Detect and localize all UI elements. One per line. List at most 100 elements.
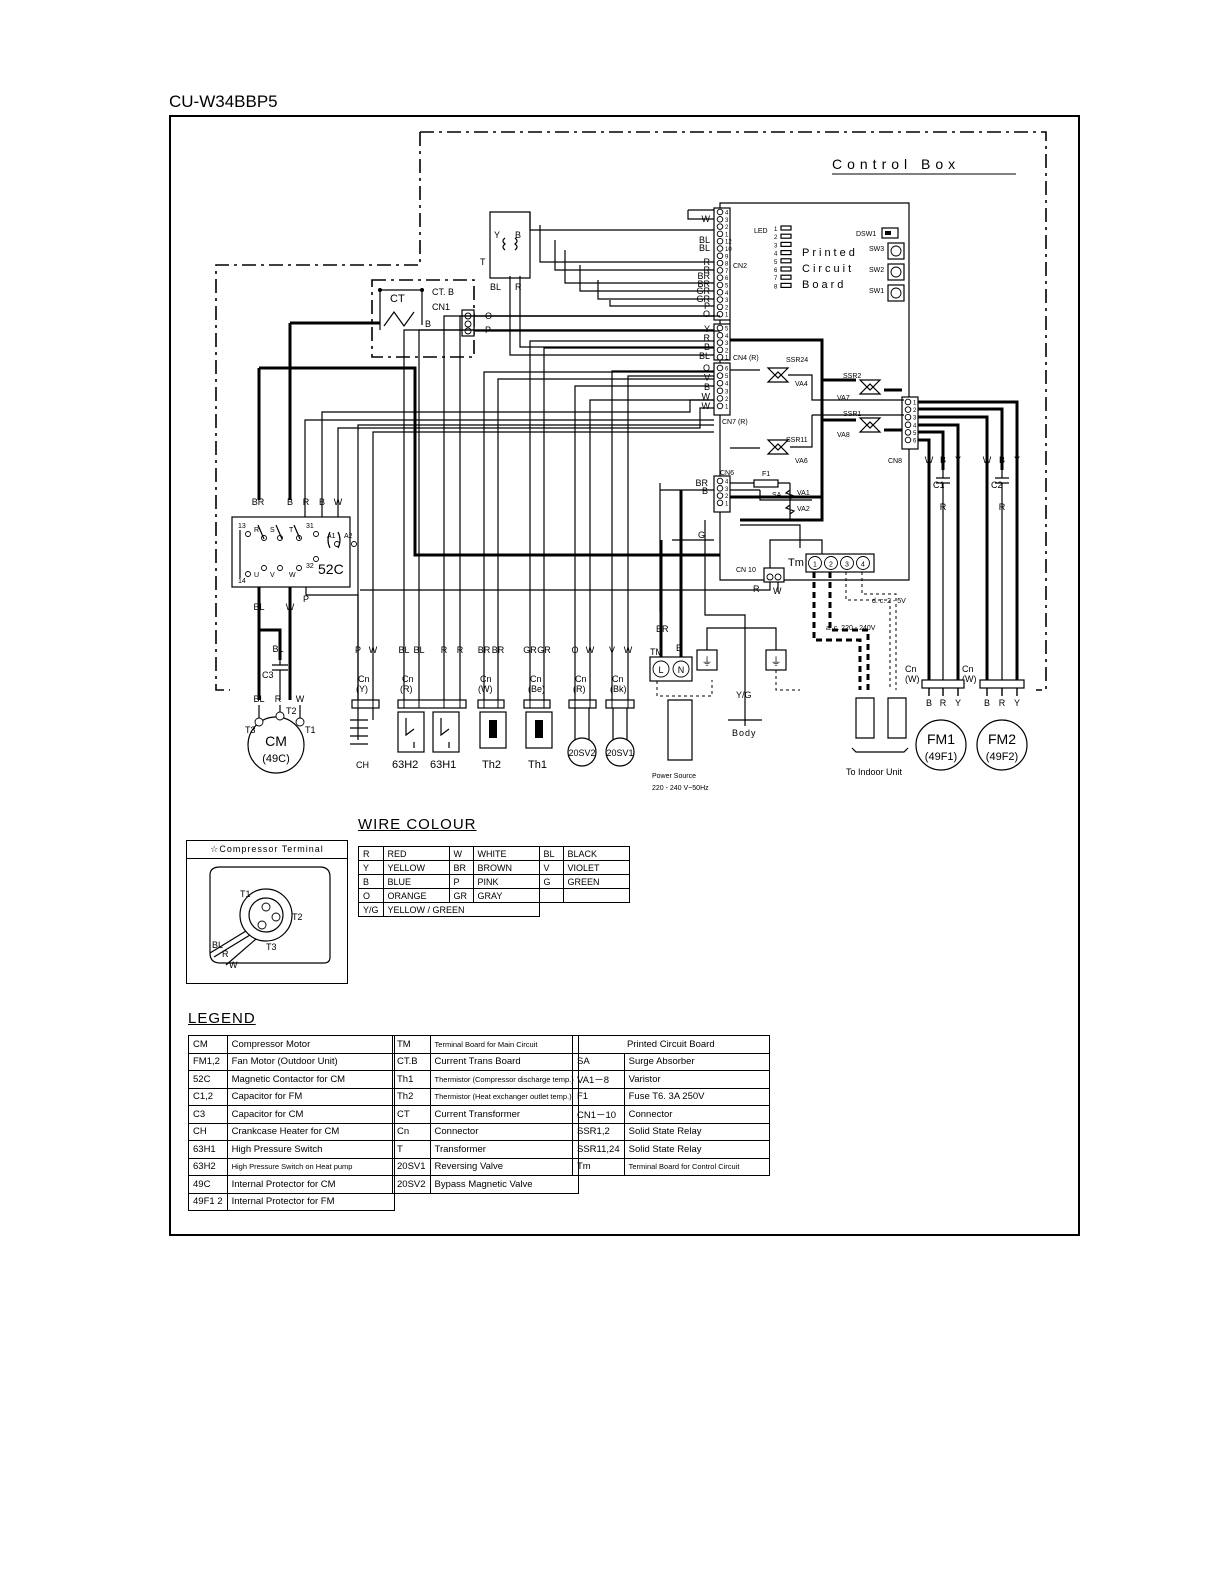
contactor-terminal-label: S (270, 527, 275, 534)
cn6-label: CN6 (720, 470, 734, 477)
dsw1-label: DSW1 (856, 231, 876, 238)
body-label: Body (732, 728, 757, 738)
legend-code: VA1－8 (572, 1070, 625, 1089)
cn2-pin (716, 223, 724, 230)
legend-code: T (392, 1140, 431, 1159)
legend-description: Fuse T6. 3A 250V (623, 1087, 770, 1106)
legend-description: Thermistor (Compressor discharge temp.) (429, 1070, 579, 1089)
wire-colour-code: O (358, 888, 384, 903)
cn2-wire-label: BL (699, 243, 710, 253)
contactor-top-wire-label: W (334, 497, 343, 507)
cn7-pin-number: 5 (725, 374, 729, 380)
legend-description: High Pressure Switch on Heat pump (226, 1157, 395, 1176)
svg-text:⏚: ⏚ (771, 655, 782, 668)
wire-colour-name: BLACK (562, 846, 630, 861)
cn6-pin (716, 485, 724, 492)
cn4-wire-label: R (704, 333, 711, 343)
terminal-n: N (678, 665, 685, 675)
svg-text:BL: BL (490, 282, 501, 292)
cn2-pin (716, 296, 724, 303)
ct-t3: T3 (266, 942, 277, 952)
tm-terminal (824, 556, 838, 570)
wire-colour-code: P (448, 874, 474, 889)
svg-text:SSR24: SSR24 (786, 357, 808, 364)
cn8-pin-number: 4 (913, 423, 917, 429)
ssr11-relay: SSR11 VA6 (766, 437, 808, 465)
body-ground (728, 719, 762, 726)
wire-colour-title: WIRE COLOUR (358, 816, 477, 833)
bundle-wire (483, 371, 714, 700)
legend-header: Printed Circuit Board (572, 1035, 770, 1054)
legend-code: 49C (188, 1175, 228, 1194)
pcb-label-3: Board (802, 279, 846, 291)
cn2-wire-label: BR (697, 271, 710, 281)
cn6-pin (716, 499, 724, 507)
cn-group-wire-label: V (609, 645, 615, 655)
contactor-top-wire-label: R (303, 497, 310, 507)
wire-colour-name: YELLOW / GREEN (382, 902, 540, 917)
ct-wire-bl: BL (212, 940, 223, 950)
cn7-pin (716, 402, 724, 410)
device-label-thermistor: Th2 (482, 759, 501, 771)
cn-group-connector (477, 699, 505, 709)
compressor-terminal-box: ☆Compressor Terminal (186, 840, 348, 984)
cn-group-wire-label: GR (523, 645, 537, 655)
cn-group-wire-label: P (355, 645, 361, 655)
contactor-terminal-label: 31 (306, 523, 314, 530)
fm1-name: FM1 (927, 731, 955, 747)
pcb-label-2: Circuit (802, 263, 854, 275)
cn8-pin (904, 406, 912, 413)
cn4-pin (716, 332, 724, 339)
svg-text:SSR2: SSR2 (843, 373, 861, 380)
cn4-pin (716, 324, 724, 332)
compressor-terminal-title: ☆Compressor Terminal (187, 841, 347, 859)
cn4-label: CN4 (R) (733, 355, 759, 362)
cn6-pin-number: 3 (725, 487, 729, 493)
cn7-pin (716, 364, 724, 372)
tm-terminal-number: 3 (845, 562, 849, 569)
cn8-pin (904, 436, 912, 444)
legend-code: C1,2 (188, 1087, 228, 1106)
fan-lead-label: B (984, 698, 990, 708)
control-box-outline (420, 131, 1047, 691)
legend-description: Capacitor for CM (226, 1105, 395, 1124)
cn7-pin (716, 372, 724, 379)
led-number: 8 (774, 284, 778, 290)
cn-group-connector (568, 699, 597, 709)
led-number: 1 (774, 227, 778, 233)
cm-wire-label: R (275, 694, 282, 704)
legend-code: SSR11,24 (572, 1140, 625, 1159)
cn2-pin (716, 303, 724, 311)
tm-terminal (840, 556, 854, 570)
fan-lead-label: B (926, 698, 932, 708)
bundle-wire (543, 347, 714, 700)
va1-label: VA1 (797, 490, 810, 497)
cn7-pin-number: 2 (725, 397, 729, 403)
cn7-pin (716, 395, 724, 402)
control-box-outline-left (215, 132, 421, 691)
cn2-pin-number: 7 (725, 269, 729, 275)
cn2-pin (716, 216, 724, 223)
bundle-wire (372, 431, 714, 700)
cn-group-wire-label: GR (537, 645, 551, 655)
pcb-label-1: Printed (802, 247, 858, 259)
cm-terminal (295, 717, 305, 727)
legend-code: Th2 (392, 1087, 431, 1106)
cn6-pin-number: 4 (725, 480, 729, 486)
cn-group-wire-label: BR (492, 645, 505, 655)
bundle-wire (418, 329, 714, 700)
c3-label: C3 (262, 670, 274, 680)
cn8-pin-number: 5 (913, 431, 917, 437)
cn7-wire-label: V (704, 373, 710, 383)
